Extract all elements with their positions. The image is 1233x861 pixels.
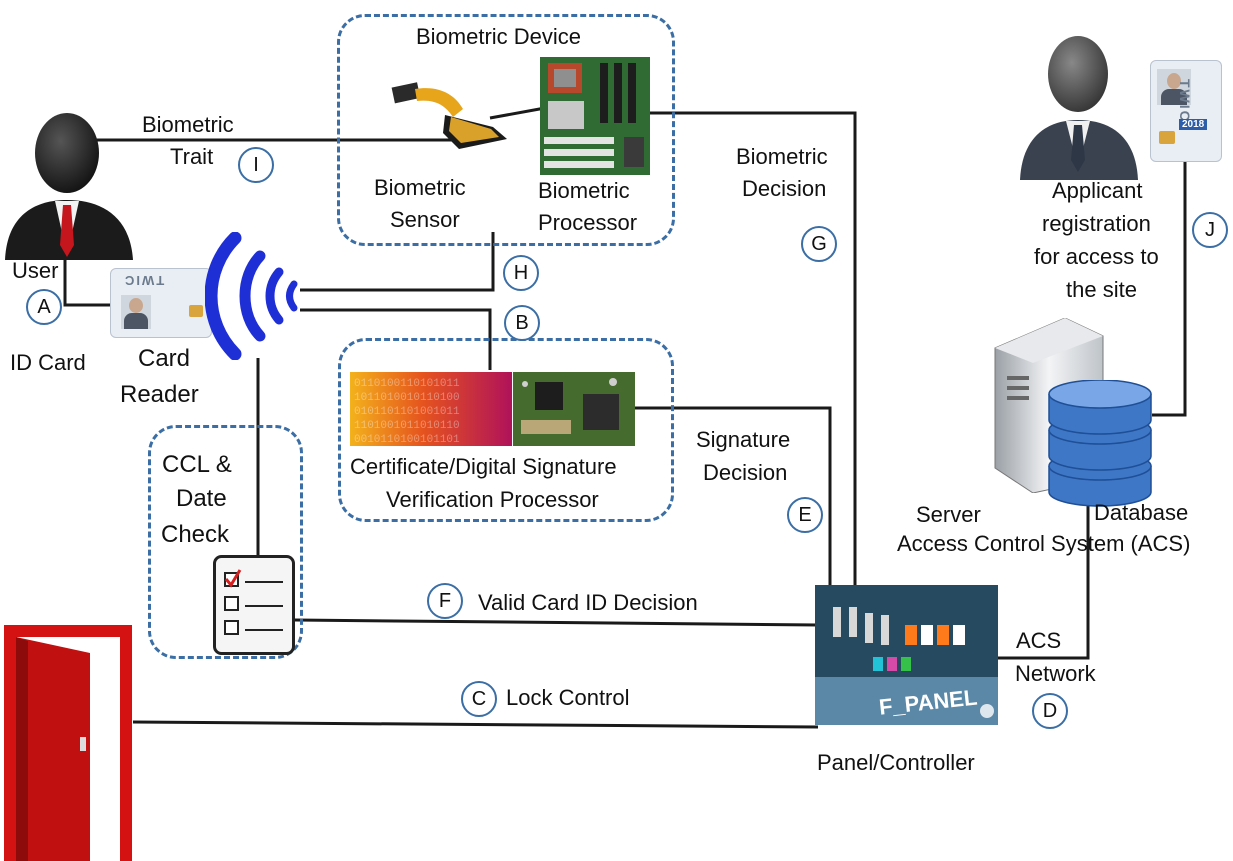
label-panel-controller: Panel/Controller	[817, 750, 975, 775]
wire-user-card	[63, 255, 110, 307]
label-acs-network-line2: Network	[1015, 661, 1096, 686]
label-applicant-line4: the site	[1066, 277, 1137, 302]
label-card-reader-line2: Reader	[120, 381, 199, 408]
applicant-id-card: TWIC 2018	[1150, 60, 1222, 162]
label-applicant-line2: registration	[1042, 211, 1151, 236]
label-ccl-line1: CCL &	[162, 451, 232, 478]
label-user: User	[12, 258, 59, 283]
biometric-sensor-icon	[391, 82, 507, 149]
panel-controller-image: F_PANEL	[815, 585, 998, 725]
marker-i: I	[238, 147, 274, 183]
label-biometric-decision-line2: Decision	[742, 176, 827, 201]
label-acs: Access Control System (ACS)	[897, 531, 1191, 556]
label-card-reader-line1: Card	[138, 345, 191, 372]
wire-registration	[1152, 160, 1187, 417]
label-certificate-line2: Verification Processor	[386, 487, 599, 512]
wire-lock-control	[132, 720, 819, 729]
label-applicant-line3: for access to	[1034, 244, 1159, 269]
svg-text:0101101101001011: 0101101101001011	[354, 406, 460, 418]
card-brand-text: TWIC	[1177, 79, 1193, 123]
wire-signature-decision	[635, 406, 832, 590]
label-biometric-sensor-line1: Biometric	[374, 175, 466, 200]
svg-text:1101001011010110: 1101001011010110	[354, 420, 460, 432]
marker-c: C	[461, 681, 497, 717]
marker-d: D	[1032, 693, 1068, 729]
signature-processor-board-icon	[513, 372, 635, 446]
label-id-card: ID Card	[10, 350, 86, 375]
label-ccl-line3: Check	[161, 521, 230, 548]
label-biometric-trait-line1: Biometric	[142, 112, 234, 137]
signature-processor-group	[338, 338, 674, 522]
marker-b: B	[504, 305, 540, 341]
label-biometric-sensor-line2: Sensor	[390, 207, 460, 232]
label-lock-control: Lock Control	[506, 685, 630, 710]
card-brand-text: TWIC	[123, 273, 165, 288]
wire-sensor-processor	[489, 106, 546, 120]
ccl-check-group	[148, 425, 303, 659]
certificate-binary-image: 0110100110101011 1011010010110100 010110…	[350, 372, 512, 446]
user-id-card: TWIC	[110, 268, 212, 338]
wire-biometric-decision	[645, 111, 857, 590]
wire-reader-biometric	[300, 232, 495, 292]
card-photo	[121, 295, 151, 329]
marker-a: A	[26, 289, 62, 325]
svg-text:0110100110101011: 0110100110101011	[354, 378, 460, 390]
label-applicant-line1: Applicant	[1052, 178, 1143, 203]
card-photo	[1157, 69, 1191, 105]
user-icon	[5, 113, 133, 260]
marker-g: G	[801, 226, 837, 262]
label-biometric-decision-line1: Biometric	[736, 144, 828, 169]
label-server: Server	[916, 502, 981, 527]
wire-acs-network	[998, 505, 1090, 660]
marker-f: F	[427, 583, 463, 619]
label-acs-network-line1: ACS	[1016, 628, 1062, 653]
marker-j: J	[1192, 212, 1228, 248]
svg-text:0010110100101101: 0010110100101101	[354, 434, 460, 446]
database-icon	[1048, 380, 1152, 507]
label-ccl-line2: Date	[176, 485, 227, 512]
label-biometric-processor-line1: Biometric	[538, 178, 630, 203]
biometric-processor-icon	[540, 57, 650, 175]
door-icon	[4, 625, 132, 861]
card-reader-icon	[205, 232, 298, 360]
label-biometric-device: Biometric Device	[416, 24, 582, 49]
wire-valid-card	[294, 618, 819, 627]
card-chip	[189, 305, 203, 317]
label-signature-decision-line1: Signature	[696, 427, 791, 452]
label-biometric-trait-line2: Trait	[170, 144, 214, 169]
label-certificate-line1: Certificate/Digital Signature	[350, 454, 617, 479]
wire-reader-signature	[300, 308, 492, 370]
ccl-checklist-icon	[213, 555, 295, 655]
marker-h: H	[503, 255, 539, 291]
label-database: Database	[1094, 500, 1189, 525]
marker-e: E	[787, 497, 823, 533]
card-chip	[1159, 131, 1175, 144]
applicant-icon	[1020, 36, 1138, 180]
label-valid-card-decision: Valid Card ID Decision	[478, 590, 698, 615]
label-biometric-processor-line2: Processor	[538, 210, 638, 235]
card-year-text: 2018	[1179, 119, 1208, 130]
biometric-device-group	[337, 14, 675, 246]
label-signature-decision-line2: Decision	[703, 460, 788, 485]
svg-text:1011010010110100: 1011010010110100	[354, 392, 460, 404]
